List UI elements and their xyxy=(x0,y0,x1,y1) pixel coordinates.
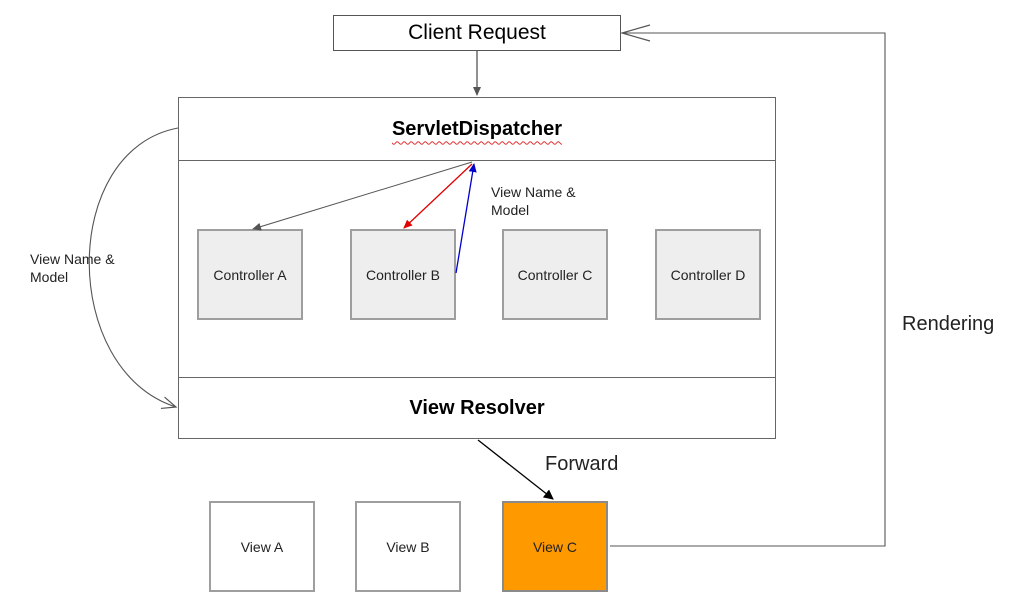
view-b-label: View B xyxy=(386,538,430,555)
view-a-label: View A xyxy=(240,538,284,555)
controller-d-label: Controller D xyxy=(670,266,746,283)
client-request-box: Client Request xyxy=(333,15,621,51)
controller-d-box: Controller D xyxy=(655,229,761,320)
view-resolver-label: View Resolver xyxy=(409,396,545,419)
view-name-model-left-label: View Name & Model xyxy=(30,250,115,286)
rendering-label: Rendering xyxy=(902,313,995,335)
forward-label: Forward xyxy=(545,453,619,475)
dispatch-to-controller-b-arrow xyxy=(403,163,473,229)
servlet-dispatcher-box: ServletDispatcher xyxy=(178,97,776,161)
rendering-arrowhead xyxy=(619,24,651,42)
view-name-model-inner-line2: Model xyxy=(491,202,530,218)
view-c-box: View C xyxy=(502,501,608,592)
view-b-box: View B xyxy=(355,501,461,592)
view-name-model-inner-label: View Name & Model xyxy=(491,183,576,219)
view-name-model-left-line1: View Name & xyxy=(30,251,115,267)
controller-a-box: Controller A xyxy=(197,229,303,320)
controller-a-label: Controller A xyxy=(213,266,287,283)
controller-b-return-arrow xyxy=(455,163,477,274)
servlet-dispatcher-label: ServletDispatcher xyxy=(391,117,563,140)
view-a-box: View A xyxy=(209,501,315,592)
controller-c-label: Controller C xyxy=(517,266,593,283)
view-name-model-left-line2: Model xyxy=(30,269,69,285)
view-name-model-inner-line1: View Name & xyxy=(491,184,576,200)
view-resolver-box: View Resolver xyxy=(178,377,776,439)
view-c-label: View C xyxy=(532,538,578,555)
view-name-model-curve-arrow xyxy=(88,127,179,407)
forward-arrow xyxy=(477,439,554,500)
controller-b-box: Controller B xyxy=(350,229,456,320)
dispatch-to-controller-a-arrow xyxy=(252,161,473,231)
controller-c-box: Controller C xyxy=(502,229,608,320)
rendering-path xyxy=(610,32,886,547)
client-request-label: Client Request xyxy=(408,21,546,44)
controller-b-label: Controller B xyxy=(366,266,440,283)
